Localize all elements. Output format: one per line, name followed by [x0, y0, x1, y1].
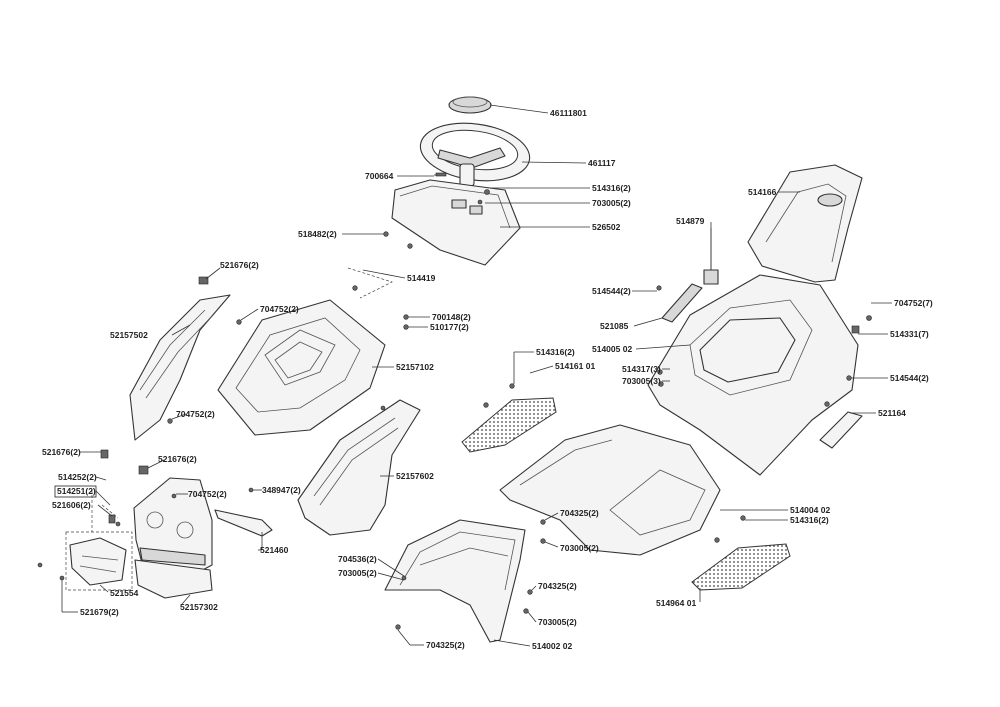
label-514316-mid: 514316(2) — [536, 347, 575, 357]
label-521085: 521085 — [600, 321, 629, 331]
label-703005-top: 703005(2) — [592, 198, 631, 208]
left-fender — [129, 294, 231, 441]
label-521606: 521606(2) — [52, 500, 91, 510]
label-52157302: 52157302 — [180, 602, 218, 612]
label-514317: 514317(3) — [622, 364, 661, 374]
label-514161: 514161 01 — [555, 361, 595, 371]
label-514251: 514251(2) — [57, 486, 96, 496]
label-704536: 704536(2) — [338, 554, 377, 564]
label-526502: 526502 — [592, 222, 621, 232]
label-514544-right: 514544(2) — [890, 373, 929, 383]
label-514331: 514331(7) — [890, 329, 929, 339]
lower-front-52157302 — [134, 559, 213, 599]
label-521676-a: 521676(2) — [220, 260, 259, 270]
label-521554: 521554 — [110, 588, 139, 598]
label-703005-mid: 703005(3) — [622, 376, 661, 386]
label-514166: 514166 — [748, 187, 777, 197]
label-521679: 521679(2) — [80, 607, 119, 617]
label-510177: 510177(2) — [430, 322, 469, 332]
label-518482: 518482(2) — [298, 229, 337, 239]
hood — [217, 299, 386, 436]
label-703005-d: 703005(2) — [538, 617, 577, 627]
leader-lines — [61, 104, 892, 647]
label-704752-b: 704752(2) — [176, 409, 215, 419]
label-703005-c: 703005(2) — [338, 568, 377, 578]
steering-wheel — [419, 122, 531, 187]
bracket-521085 — [661, 283, 703, 323]
label-521676-b: 521676(2) — [42, 447, 81, 457]
label-514316-top: 514316(2) — [592, 183, 631, 193]
label-348947: 348947(2) — [262, 485, 301, 495]
label-704325-c: 704325(2) — [426, 640, 465, 650]
label-514004: 514004 02 — [790, 505, 830, 515]
label-514251-box — [54, 485, 97, 498]
front-fender — [297, 399, 421, 536]
label-704325-b: 704325(2) — [538, 581, 577, 591]
label-461117: 461117 — [588, 158, 616, 168]
bracket-521460 — [214, 509, 273, 537]
label-514544-left: 514544(2) — [592, 286, 631, 296]
rear-body — [647, 274, 859, 476]
front-grille — [133, 477, 213, 583]
label-704752-7: 704752(7) — [894, 298, 933, 308]
label-521460: 521460 — [260, 545, 289, 555]
label-700148: 700148(2) — [432, 312, 471, 322]
label-514002: 514002 02 — [532, 641, 572, 651]
label-514252: 514252(2) — [58, 472, 97, 482]
label-704752-c: 704752(2) — [188, 489, 227, 499]
label-704325-a: 704325(2) — [560, 508, 599, 518]
seat — [747, 164, 863, 283]
label-521676-c: 521676(2) — [158, 454, 197, 464]
shaft-pin — [434, 172, 447, 177]
label-514005: 514005 02 — [592, 344, 632, 354]
footrest-left — [461, 397, 557, 453]
label-46111801: 46111801 — [550, 108, 587, 118]
label-514419: 514419 — [407, 273, 436, 283]
footrest-right — [691, 543, 791, 591]
dashboard-cover — [391, 179, 521, 266]
label-514964: 514964 01 — [656, 598, 696, 608]
label-52157502: 52157502 — [110, 330, 148, 340]
label-521164: 521164 — [878, 408, 906, 418]
label-700664: 700664 — [365, 171, 394, 181]
headlight-lens — [69, 537, 127, 586]
hood-bracket-514419 — [347, 267, 393, 299]
label-514879: 514879 — [676, 216, 705, 226]
side-bracket-521164 — [819, 411, 863, 449]
steering-cap — [448, 96, 492, 114]
label-704752-a: 704752(2) — [260, 304, 299, 314]
front-cover — [384, 519, 526, 643]
label-703005-b: 703005(2) — [560, 543, 599, 553]
label-514316-low: 514316(2) — [790, 515, 829, 525]
floor-panel — [499, 424, 721, 556]
label-52157102: 52157102 — [396, 362, 434, 372]
label-52157602: 52157602 — [396, 471, 434, 481]
